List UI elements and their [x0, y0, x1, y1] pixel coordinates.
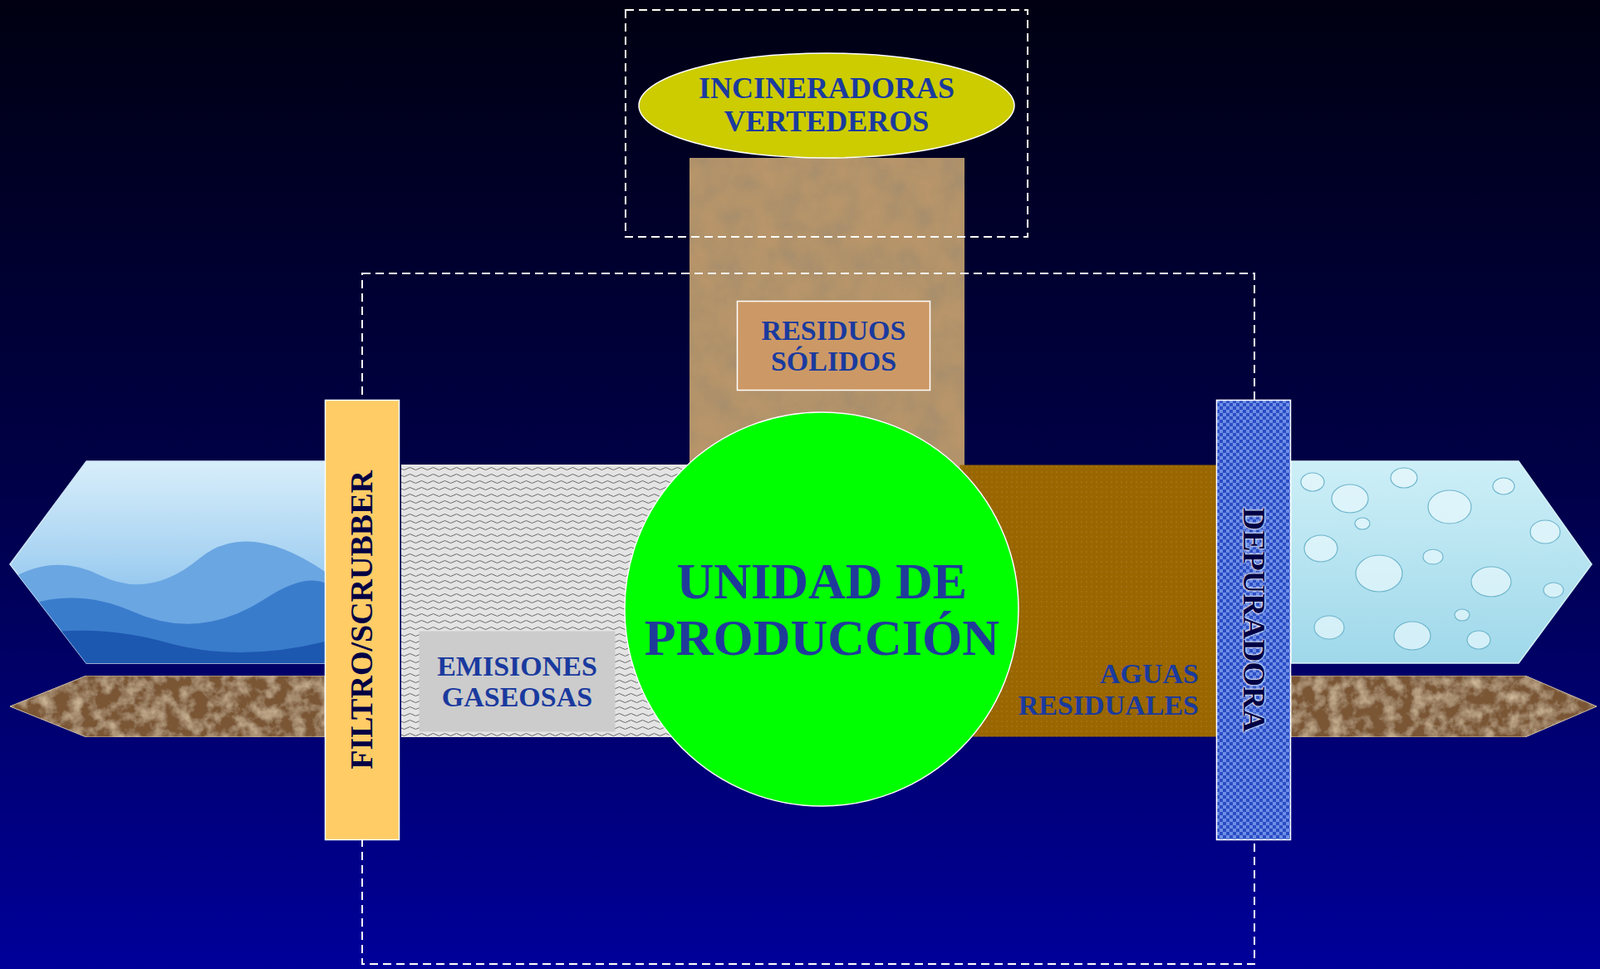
production-circle: UNIDAD DE PRODUCCIÓN [623, 411, 1020, 807]
waste-box: RESIDUOS SÓLIDOS [736, 300, 931, 391]
text-holder: EMISIONES GASEOSAS [418, 630, 616, 732]
soil-panel [9, 675, 325, 737]
rect-shape [1217, 400, 1291, 840]
node-label: DEPURADORA [1236, 507, 1272, 732]
dashed-boundary [362, 273, 1255, 964]
text-holder: DEPURADORA [1216, 399, 1291, 840]
text-holder: RESIDUOS SÓLIDOS [736, 300, 931, 391]
treatment-bar: DEPURADORA [1216, 399, 1291, 840]
text-holder: UNIDAD DE PRODUCCIÓN [623, 411, 1020, 807]
destination-ellipse: INCINERADORAS VERTEDEROS [638, 52, 1016, 159]
sky-panel [0, 461, 349, 665]
emission-box: EMISIONES GASEOSAS [418, 630, 616, 732]
text-holder: INCINERADORAS VERTEDEROS [638, 52, 1016, 159]
text-holder: FILTRO/SCRUBBER [324, 399, 400, 840]
node-label: FILTRO/SCRUBBER [344, 470, 380, 770]
circle-shape [624, 412, 1019, 806]
node-label: EMISIONES GASEOSAS [436, 650, 598, 713]
soil-panel [1290, 675, 1597, 737]
node-label: AGUAS RESIDUALES [1018, 657, 1199, 721]
rect-shape [325, 400, 400, 840]
node-label: UNIDAD DE PRODUCCIÓN [638, 552, 1005, 666]
dashed-boundary [625, 9, 1028, 237]
water-panel [1290, 461, 1592, 663]
ellipse-shape [638, 53, 1015, 158]
rect-shape [960, 465, 1218, 737]
node-label: RESIDUOS SÓLIDOS [761, 314, 907, 378]
rect-shape [419, 631, 616, 732]
rect-shape [737, 301, 931, 391]
filter-bar: FILTRO/SCRUBBER [324, 399, 400, 840]
node-label: INCINERADORAS VERTEDEROS [698, 72, 955, 138]
